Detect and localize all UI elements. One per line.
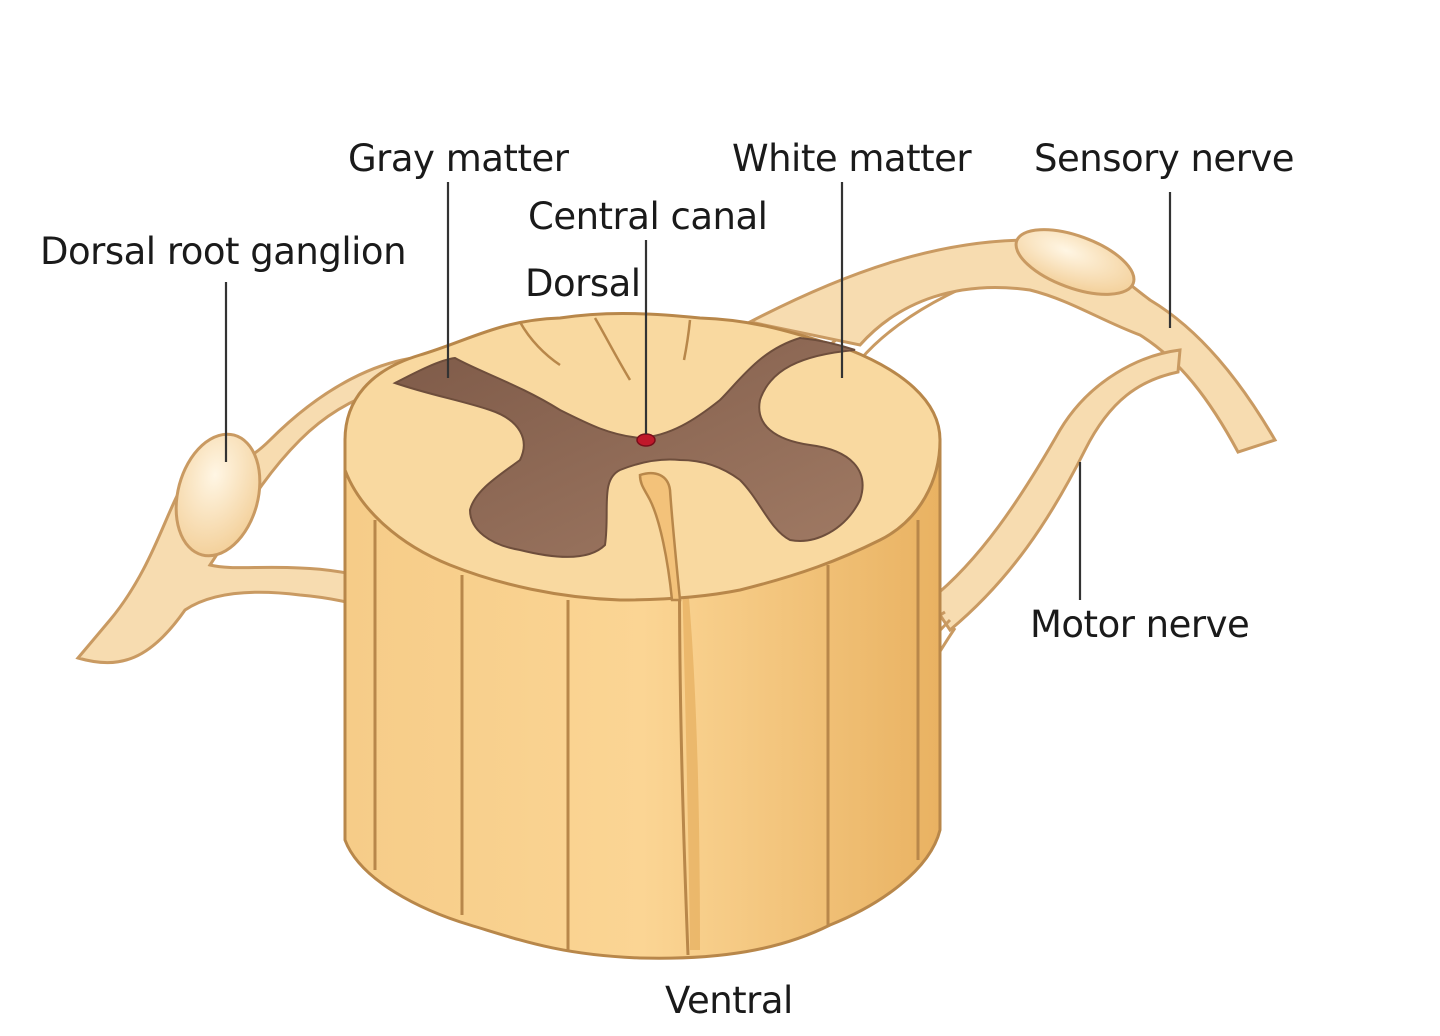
dorsal-label: Dorsal bbox=[525, 262, 641, 305]
ventral-label: Ventral bbox=[665, 979, 793, 1022]
motor-nerve-label: Motor nerve bbox=[1030, 603, 1250, 646]
right-ganglion bbox=[1014, 228, 1136, 296]
sensory-nerve-label: Sensory nerve bbox=[1034, 137, 1295, 180]
dorsal-root-ganglion-label: Dorsal root ganglion bbox=[40, 230, 407, 273]
leader-lines bbox=[224, 182, 1172, 600]
cross-section-top bbox=[343, 312, 942, 602]
central-canal-label: Central canal bbox=[528, 195, 768, 238]
gray-matter-label: Gray matter bbox=[348, 137, 569, 180]
central-canal-dot bbox=[636, 433, 656, 447]
white-matter-label: White matter bbox=[732, 137, 972, 180]
dorsal-root-ganglion bbox=[174, 432, 262, 558]
sensory-nerve-right bbox=[745, 228, 1278, 454]
ventral-fissure bbox=[638, 471, 682, 602]
